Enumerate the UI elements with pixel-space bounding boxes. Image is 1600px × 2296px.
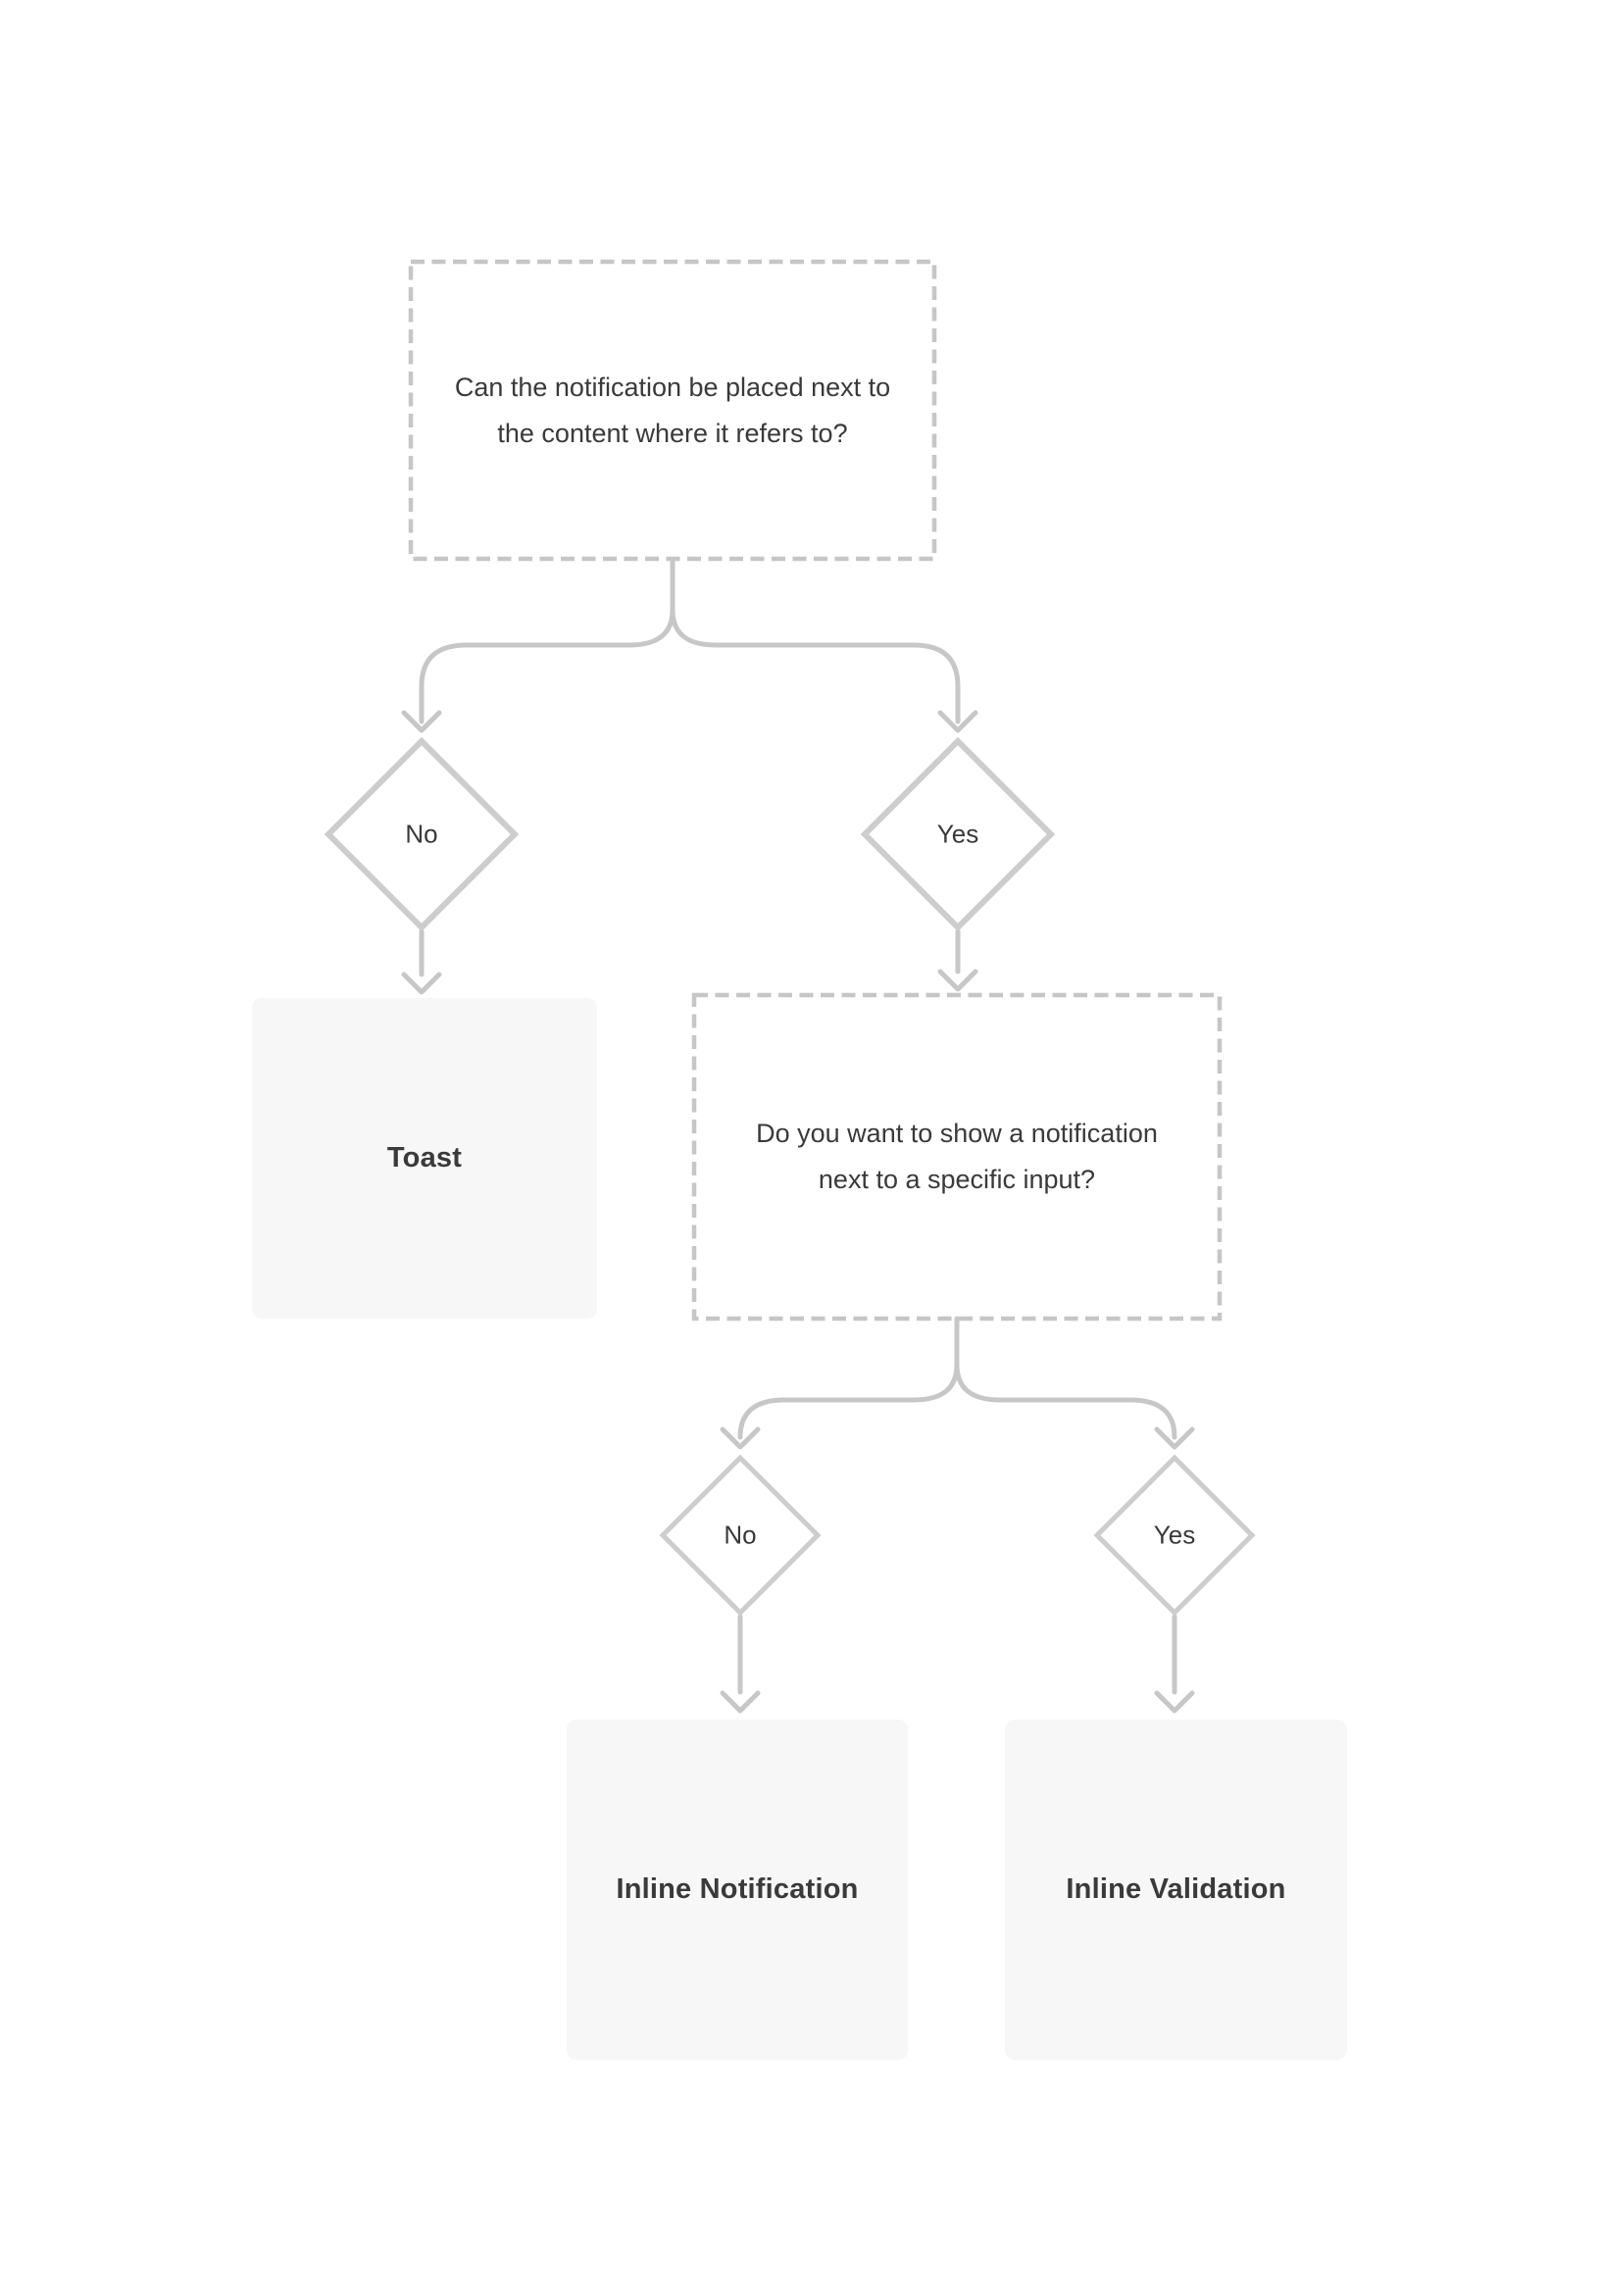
decision1-no-label: No [405,819,438,849]
inline-notification-node: Inline Notification [567,1720,908,2060]
question1-box-outline [408,259,937,562]
toast-label: Toast [386,1142,463,1173]
question1-branch-no-arrowhead-icon [401,710,442,733]
question2-branch-no-arrowhead-icon [720,1426,761,1450]
inline-validation-node: Inline Validation [1005,1720,1347,2060]
decision1-no-diamond-shape [324,736,520,932]
question1-branch-yes-arrowhead-icon [937,710,978,733]
question1-node: Can the notification be placed next to t… [411,262,934,559]
decision2-no-label: No [724,1520,757,1550]
decision1-yes-label: Yes [936,819,979,849]
inline-validation-box-shape [1005,1720,1347,2060]
no2-to-inline-notification-arrowhead-icon [720,1690,761,1714]
toast-node: Toast [252,998,597,1319]
decision2-yes-label: Yes [1153,1520,1196,1550]
inline-notification-box-shape [567,1720,908,2060]
question2-branch-yes-line [954,1362,1177,1440]
decision1-yes-diamond-shape [860,736,1056,932]
question2-text: Do you want to show a notification next … [756,1119,1158,1194]
question1-branch-no-line [419,607,675,724]
question2-box-outline [691,992,1223,1322]
toast-box-shape [252,998,597,1319]
question2-node: Do you want to show a notification next … [694,995,1220,1319]
inline-validation-label: Inline Validation [1066,1873,1286,1905]
question2-branch-yes-arrowhead-icon [1154,1426,1195,1450]
question1-branch-yes-line [670,607,961,724]
decision2-yes-diamond-shape [1093,1454,1256,1617]
yes2-to-inline-validation-arrowhead-icon [1154,1690,1195,1714]
question1-text: Can the notification be placed next to t… [454,372,891,448]
question2-branch-no-line [737,1362,960,1440]
yes1-to-question2-arrowhead-icon [937,969,978,992]
decision2-no-diamond-shape [659,1454,822,1617]
inline-notification-label: Inline Notification [616,1873,859,1905]
no1-to-toast-arrowhead-icon [401,972,442,995]
